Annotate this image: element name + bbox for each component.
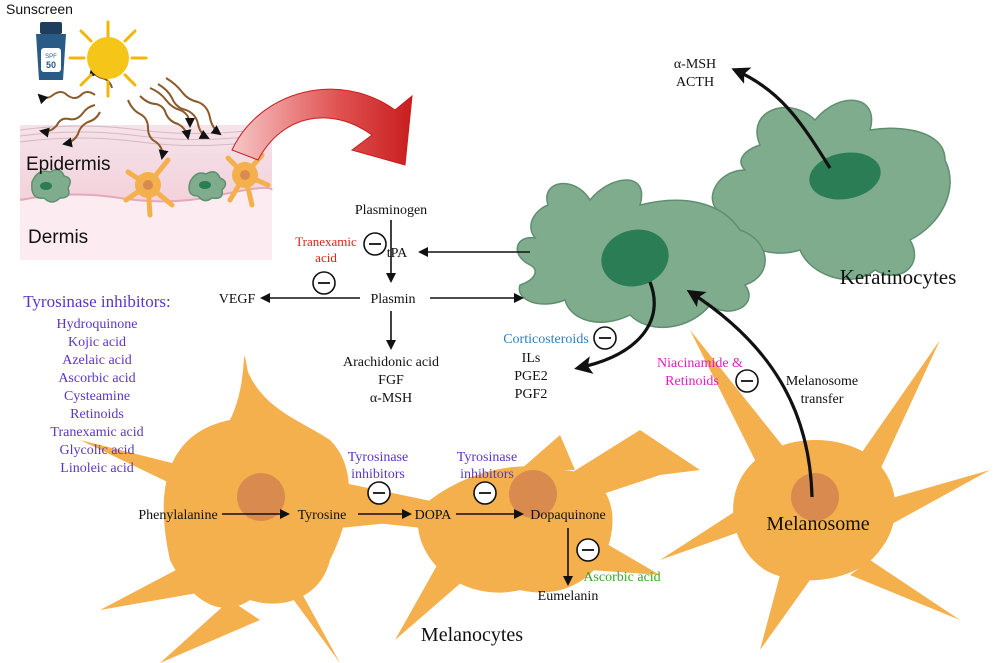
plasmin-label: Plasmin [370,292,415,307]
tyrosinase-inhibitors-1-line1: Tyrosinase [348,450,408,465]
inhibition-corticosteroids-icon [593,326,617,350]
inhibitor-item: Linoleic acid [60,461,133,476]
acth-label: ACTH [676,75,714,90]
pge2-label: PGE2 [514,369,547,384]
arrow-melanosome-transfer [686,289,814,498]
plasmin-pathway-labels: Plasminogen tPA Tranexamic acid Plasmin … [219,203,439,406]
epidermis-label: Epidermis [26,154,110,175]
melanosome-transfer-label-line2: transfer [801,392,844,407]
dopa-label: DOPA [415,508,453,523]
mini-keratinocyte-2 [188,171,227,202]
ils-label: ILs [522,351,541,366]
melanocyte-cells [80,330,990,663]
melanocyte-middle [330,430,700,640]
tyrosinase-inhibitors-title: Tyrosinase inhibitors: [23,292,171,311]
zoom-in-arrow-icon [231,88,413,166]
keratinocyte-labels: α-MSH ACTH Corticosteroids ILs PGE2 PGF2 [503,57,716,402]
dopaquinone-label: Dopaquinone [530,508,605,523]
sunscreen-label: Sunscreen [6,1,73,17]
inhibitor-item: Cysteamine [64,389,130,404]
inhibitor-item: Tranexamic acid [50,425,143,440]
niacinamide-label-line1: Niacinamide & [657,356,743,371]
mini-keratinocyte-1 [31,169,71,203]
inhibitor-item: Kojic acid [68,335,126,350]
keratinocyte-cells: Keratinocytes [516,99,957,328]
melanocyte-right [660,330,990,650]
stratum-corneum [19,125,273,147]
tyrosinase-inhibitors-1-line2: inhibitors [351,467,405,482]
sun-icon [68,20,148,98]
alpha-msh-label: α-MSH [370,391,412,406]
inhibitor-item: Retinoids [70,407,124,422]
inhibition-tyrosinase-1-icon [367,481,391,505]
inhibition-ascorbic-icon [576,538,600,562]
dermis-layer [20,187,272,260]
plasminogen-label: Plasminogen [355,203,427,218]
inhibitor-item: Hydroquinone [57,317,138,332]
inhibitor-item: Ascorbic acid [58,371,135,386]
pgf2-label: PGF2 [515,387,548,402]
tpa-label: tPA [387,246,408,261]
inhibition-tranexamic-tpa-icon [363,232,387,256]
spf-label: SPF [45,54,57,60]
eumelanin-label: Eumelanin [538,589,599,604]
niacinamide-label-line2: Retinoids [665,374,719,389]
ascorbic-acid-label: Ascorbic acid [583,570,660,585]
melanosome-transfer-labels: Niacinamide & Retinoids Melanosome trans… [657,356,858,407]
inhibition-tyrosinase-2-icon [473,481,497,505]
phenylalanine-label: Phenylalanine [138,508,217,523]
inhibition-niacinamide-icon [735,369,759,393]
tranexamic-label-line2: acid [315,250,337,265]
pathway-arrows [222,67,832,586]
alpha-msh-hormone-label: α-MSH [674,57,716,72]
arrow-to-mediators [574,281,656,374]
vegf-label: VEGF [219,292,256,307]
sunscreen-bottle-icon: SPF 50 [36,22,66,80]
arrow-to-msh-acth [731,67,832,169]
corticosteroids-label: Corticosteroids [503,332,589,347]
tyrosine-label: Tyrosine [298,508,347,523]
fgf-label: FGF [378,373,404,388]
mini-melanocyte-2 [225,152,271,208]
tranexamic-label-line1: Tranexamic [295,234,357,249]
inhibitor-item: Glycolic acid [59,443,134,458]
dermis-label: Dermis [28,227,88,248]
tyrosinase-inhibitor-list: Tyrosinase inhibitors: Hydroquinone Koji… [23,292,171,476]
skin-inset: SPF 50 Sunscreen Epidermis Dermis [6,1,413,260]
melanocytes-label: Melanocytes [421,624,523,646]
inhibition-tranexamic-plasmin-icon [312,271,336,295]
tyrosinase-inhibitors-2-line2: inhibitors [460,467,514,482]
spf-value: 50 [46,60,56,70]
tyrosinase-inhibitors-2-line1: Tyrosinase [457,450,517,465]
melanogenesis-labels: Phenylalanine Tyrosine DOPA Dopaquinone … [138,450,869,646]
keratinocytes-label: Keratinocytes [840,265,957,289]
melanosome-label: Melanosome [766,513,869,535]
melanocyte-left [80,356,420,663]
mini-melanocyte-1 [123,157,175,218]
inhibitor-item: Azelaic acid [62,353,132,368]
arachidonic-acid-label: Arachidonic acid [343,355,439,370]
melanosome-transfer-label-line1: Melanosome [786,374,858,389]
